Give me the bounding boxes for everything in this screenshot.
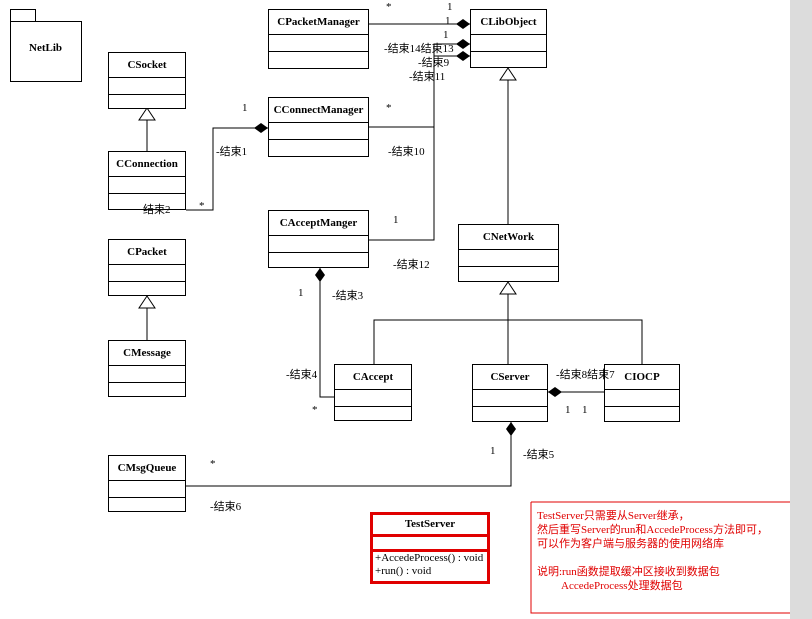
multiplicity: 1: [393, 214, 399, 226]
role-label: -结束5: [523, 449, 555, 461]
class-name: TestServer: [373, 515, 487, 537]
gen-branch-accept-iocp: [373, 319, 643, 364]
composition-diamond: [506, 422, 516, 436]
assoc-connection-connectmanager: [186, 127, 268, 211]
class-name: CMessage: [109, 341, 185, 366]
multiplicity: 1: [298, 287, 304, 299]
composition-diamond: [254, 123, 268, 133]
composition-diamond: [315, 268, 325, 282]
class-clibobject: CLibObject: [470, 9, 547, 68]
multiplicity: 1: [582, 404, 588, 416]
class-name: CAccept: [335, 365, 411, 390]
class-name: CMsgQueue: [109, 456, 185, 481]
class-csocket: CSocket: [108, 52, 186, 109]
class-cpacketmanager: CPacketManager: [268, 9, 369, 69]
inheritance-triangle: [499, 67, 517, 81]
note-outline: [530, 501, 790, 614]
operation: +run() : void: [375, 565, 432, 577]
class-name: CSocket: [109, 53, 185, 78]
side-panel: [790, 0, 812, 619]
note-line: 然后重写Server的run和AccedeProcess方法即可，: [537, 524, 768, 536]
composition-diamond: [456, 39, 470, 49]
class-name: CPacket: [109, 240, 185, 265]
inheritance-triangle: [138, 107, 156, 121]
role-label: -结束4: [286, 369, 318, 381]
multiplicity: 1: [565, 404, 571, 416]
role-label: -结束10: [388, 146, 425, 158]
role-label: -结束14结束13: [384, 43, 454, 55]
note-line: 可以作为客户端与服务器的使用网络库: [537, 538, 724, 550]
inheritance-triangle: [138, 295, 156, 309]
class-name: CServer: [473, 365, 547, 390]
class-ciocp: CIOCP: [604, 364, 680, 422]
multiplicity: *: [312, 404, 318, 416]
class-cacceptmanger: CAcceptManger: [268, 210, 369, 268]
role-label: -结束3: [332, 290, 364, 302]
package-netlib: NetLib: [10, 21, 82, 82]
class-cserver: CServer: [472, 364, 548, 422]
assoc-acceptmanger-libobject: [369, 55, 470, 241]
assoc-server-msgqueue: [186, 422, 512, 487]
class-name: CConnectManager: [269, 98, 368, 123]
multiplicity: 1: [242, 102, 248, 114]
class-name: CAcceptManger: [269, 211, 368, 236]
connector-layer: [138, 19, 790, 614]
class-cmessage: CMessage: [108, 340, 186, 397]
note-line: 说明:run函数提取缓冲区接收到数据包: [537, 566, 720, 578]
multiplicity: 1: [490, 445, 496, 457]
attributes-compartment: [373, 537, 487, 552]
class-name: CPacketManager: [269, 10, 368, 35]
class-cmsgqueue: CMsgQueue: [108, 455, 186, 512]
class-name: CIOCP: [605, 365, 679, 390]
class-cpacket: CPacket: [108, 239, 186, 296]
class-name: CLibObject: [471, 10, 546, 35]
assoc-acceptmanger-accept: [319, 268, 334, 398]
class-cconnectmanager: CConnectManager: [268, 97, 369, 157]
class-name: CNetWork: [459, 225, 558, 250]
role-label: -结束6: [210, 501, 242, 513]
note-line: TestServer只需要从Server继承，: [537, 510, 690, 522]
class-caccept: CAccept: [334, 364, 412, 421]
multiplicity: *: [199, 200, 205, 212]
role-label: 结束2: [143, 204, 171, 216]
multiplicity: 1: [445, 15, 451, 27]
multiplicity: 1: [443, 29, 449, 41]
role-label: -结束9: [418, 57, 450, 69]
note-line: AccedeProcess处理数据包: [561, 580, 683, 592]
role-label: -结束8结束7: [556, 369, 615, 381]
composition-diamond: [456, 19, 470, 29]
role-label: -结束11: [409, 71, 446, 83]
operation: +AccedeProcess() : void: [375, 552, 484, 564]
package-name: NetLib: [29, 42, 62, 54]
note: TestServer只需要从Server继承， 然后重写Server的run和A…: [531, 502, 806, 613]
role-label: -结束1: [216, 146, 248, 158]
multiplicity: *: [386, 102, 392, 114]
multiplicity: 1: [447, 1, 453, 13]
class-cnetwork: CNetWork: [458, 224, 559, 282]
class-cconnection: CConnection: [108, 151, 186, 210]
class-testserver: TestServer +AccedeProcess() : void +run(…: [370, 512, 490, 584]
inheritance-triangle: [499, 281, 517, 295]
composition-diamond: [548, 387, 562, 397]
class-name: CConnection: [109, 152, 185, 177]
multiplicity: *: [210, 458, 216, 470]
role-label: -结束12: [393, 259, 430, 271]
composition-diamond: [456, 51, 470, 61]
multiplicity: *: [386, 1, 392, 13]
package-tab: [10, 9, 36, 22]
